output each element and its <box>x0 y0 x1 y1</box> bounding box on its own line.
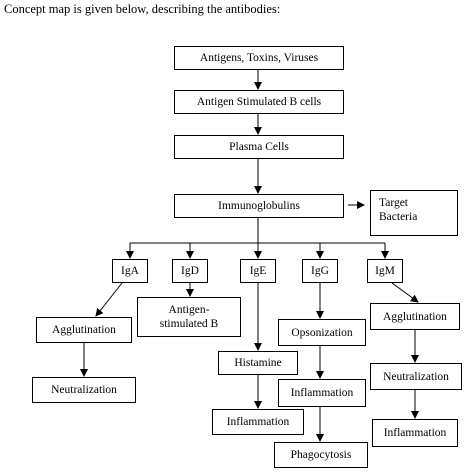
node-agglutination-iga: Agglutination <box>36 317 132 343</box>
node-inflammation-ige: Inflammation <box>212 409 304 435</box>
node-target-bacteria: Target Bacteria <box>370 190 458 236</box>
node-inflammation-igm: Inflammation <box>372 419 458 447</box>
node-igm: IgM <box>367 259 403 283</box>
node-neutralization-iga: Neutralization <box>32 377 136 403</box>
node-antigen-stimulated-b-cells: Antigen Stimulated B cells <box>174 90 344 114</box>
node-phagocytosis: Phagocytosis <box>274 442 368 468</box>
node-antigens: Antigens, Toxins, Viruses <box>174 46 344 70</box>
node-iga: IgA <box>112 259 148 283</box>
node-igd: IgD <box>172 259 208 283</box>
intro-text: Concept map is given below, describing t… <box>4 2 281 16</box>
node-ige: IgE <box>240 259 276 283</box>
node-inflammation-igg: Inflammation <box>278 379 366 407</box>
node-opsonization: Opsonization <box>278 319 366 346</box>
node-igg: IgG <box>302 259 338 283</box>
arrow-igm-to-agglutination <box>391 282 419 303</box>
node-agglutination-igm: Agglutination <box>370 303 460 330</box>
node-antigen-stimulated-b: Antigen- stimulated B <box>137 297 241 337</box>
node-plasma-cells: Plasma Cells <box>174 135 344 159</box>
node-histamine: Histamine <box>218 351 298 375</box>
arrow-iga-to-agglutination <box>95 282 123 317</box>
node-neutralization-igm: Neutralization <box>370 363 462 390</box>
node-immunoglobulins: Immunoglobulins <box>174 194 344 218</box>
